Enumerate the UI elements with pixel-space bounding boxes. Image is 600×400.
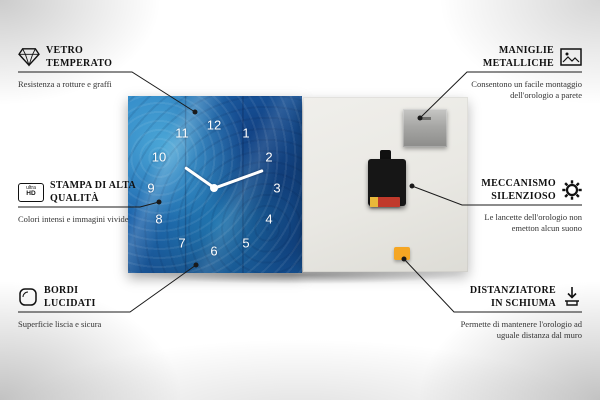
callout-header: ultra HD STAMPA DI ALTA QUALITÀ: [18, 177, 140, 207]
clock-number: 10: [151, 149, 167, 165]
callout-title: VETRO TEMPERATO: [46, 45, 113, 69]
battery-label: [370, 197, 378, 207]
clock-front-face: 12 1 2 3 4 5 6 7 8 9 10 11: [128, 96, 302, 273]
clock-number: 6: [210, 243, 218, 259]
clock-number: 7: [178, 235, 186, 251]
picture-frame-icon: [560, 48, 582, 66]
callout-vetro-temperato: VETRO TEMPERATO Resistenza a rotture e g…: [18, 42, 132, 90]
mechanism-hook: [380, 150, 391, 161]
callout-title: BORDI LUCIDATI: [44, 285, 96, 309]
callout-header: BORDI LUCIDATI: [18, 282, 130, 312]
callout-title: STAMPA DI ALTA QUALITÀ: [50, 180, 136, 204]
callout-distanziatore-schiuma: DISTANZIATORE IN SCHIUMA Permette di man…: [456, 282, 582, 342]
diamond-icon: [18, 48, 40, 67]
callout-header: MECCANISMO SILENZIOSO: [460, 175, 582, 205]
clock-hub: [210, 184, 218, 192]
clock-number: 2: [265, 149, 273, 165]
clock-number: 5: [242, 235, 250, 251]
clock-number: 1: [242, 125, 250, 141]
clock-number: 9: [147, 180, 155, 196]
callout-subtitle: Consentono un facile montaggio dell'orol…: [471, 79, 582, 101]
callout-header: VETRO TEMPERATO: [18, 42, 132, 72]
callout-title: MECCANISMO SILENZIOSO: [481, 178, 556, 202]
foam-spacer-icon: [565, 287, 579, 306]
clock-number: 8: [155, 211, 163, 227]
callout-title: MANIGLIE METALLICHE: [482, 45, 554, 69]
clock-number: 3: [273, 180, 281, 196]
callout-meccanismo-silenzioso: MECCANISMO SILENZIOSO Le lancette dell'o…: [460, 175, 582, 235]
gear-icon: [562, 180, 582, 200]
callout-title: DISTANZIATORE IN SCHIUMA: [469, 285, 556, 309]
foam-spacer: [394, 247, 410, 260]
callout-subtitle: Permette di mantenere l'orologio ad ugua…: [460, 319, 582, 341]
callout-subtitle: Le lancette dell'orologio non emetton al…: [484, 212, 582, 234]
callout-header: DISTANZIATORE IN SCHIUMA: [456, 282, 582, 312]
metal-hanger-plate: [403, 109, 447, 147]
battery: [370, 197, 400, 207]
minute-hand: [213, 169, 264, 190]
clock-number: 4: [265, 211, 273, 227]
callout-header: MANIGLIE METALLICHE: [460, 42, 582, 72]
clock-back-panel: [303, 97, 468, 272]
clock-number: 12: [206, 117, 222, 133]
callout-stampa-alta-qualita: ultra HD STAMPA DI ALTA QUALITÀ Colori i…: [18, 177, 140, 225]
ultra-hd-icon: ultra HD: [18, 182, 44, 202]
ultra-hd-text-bottom: HD: [26, 190, 36, 198]
callout-subtitle: Colori intensi e immagini vivide: [18, 214, 129, 224]
callout-subtitle: Resistenza a rotture e graffi: [18, 79, 112, 89]
ultra-hd-text-top: ultra: [26, 185, 36, 192]
hanger-slot: [419, 117, 431, 120]
callout-bordi-lucidati: BORDI LUCIDATI Superficie liscia e sicur…: [18, 282, 130, 330]
clock-number: 11: [175, 125, 189, 141]
polished-edge-icon: [19, 288, 37, 306]
callout-maniglie-metalliche: MANIGLIE METALLICHE Consentono un facile…: [460, 42, 582, 102]
callout-subtitle: Superficie liscia e sicura: [18, 319, 102, 329]
